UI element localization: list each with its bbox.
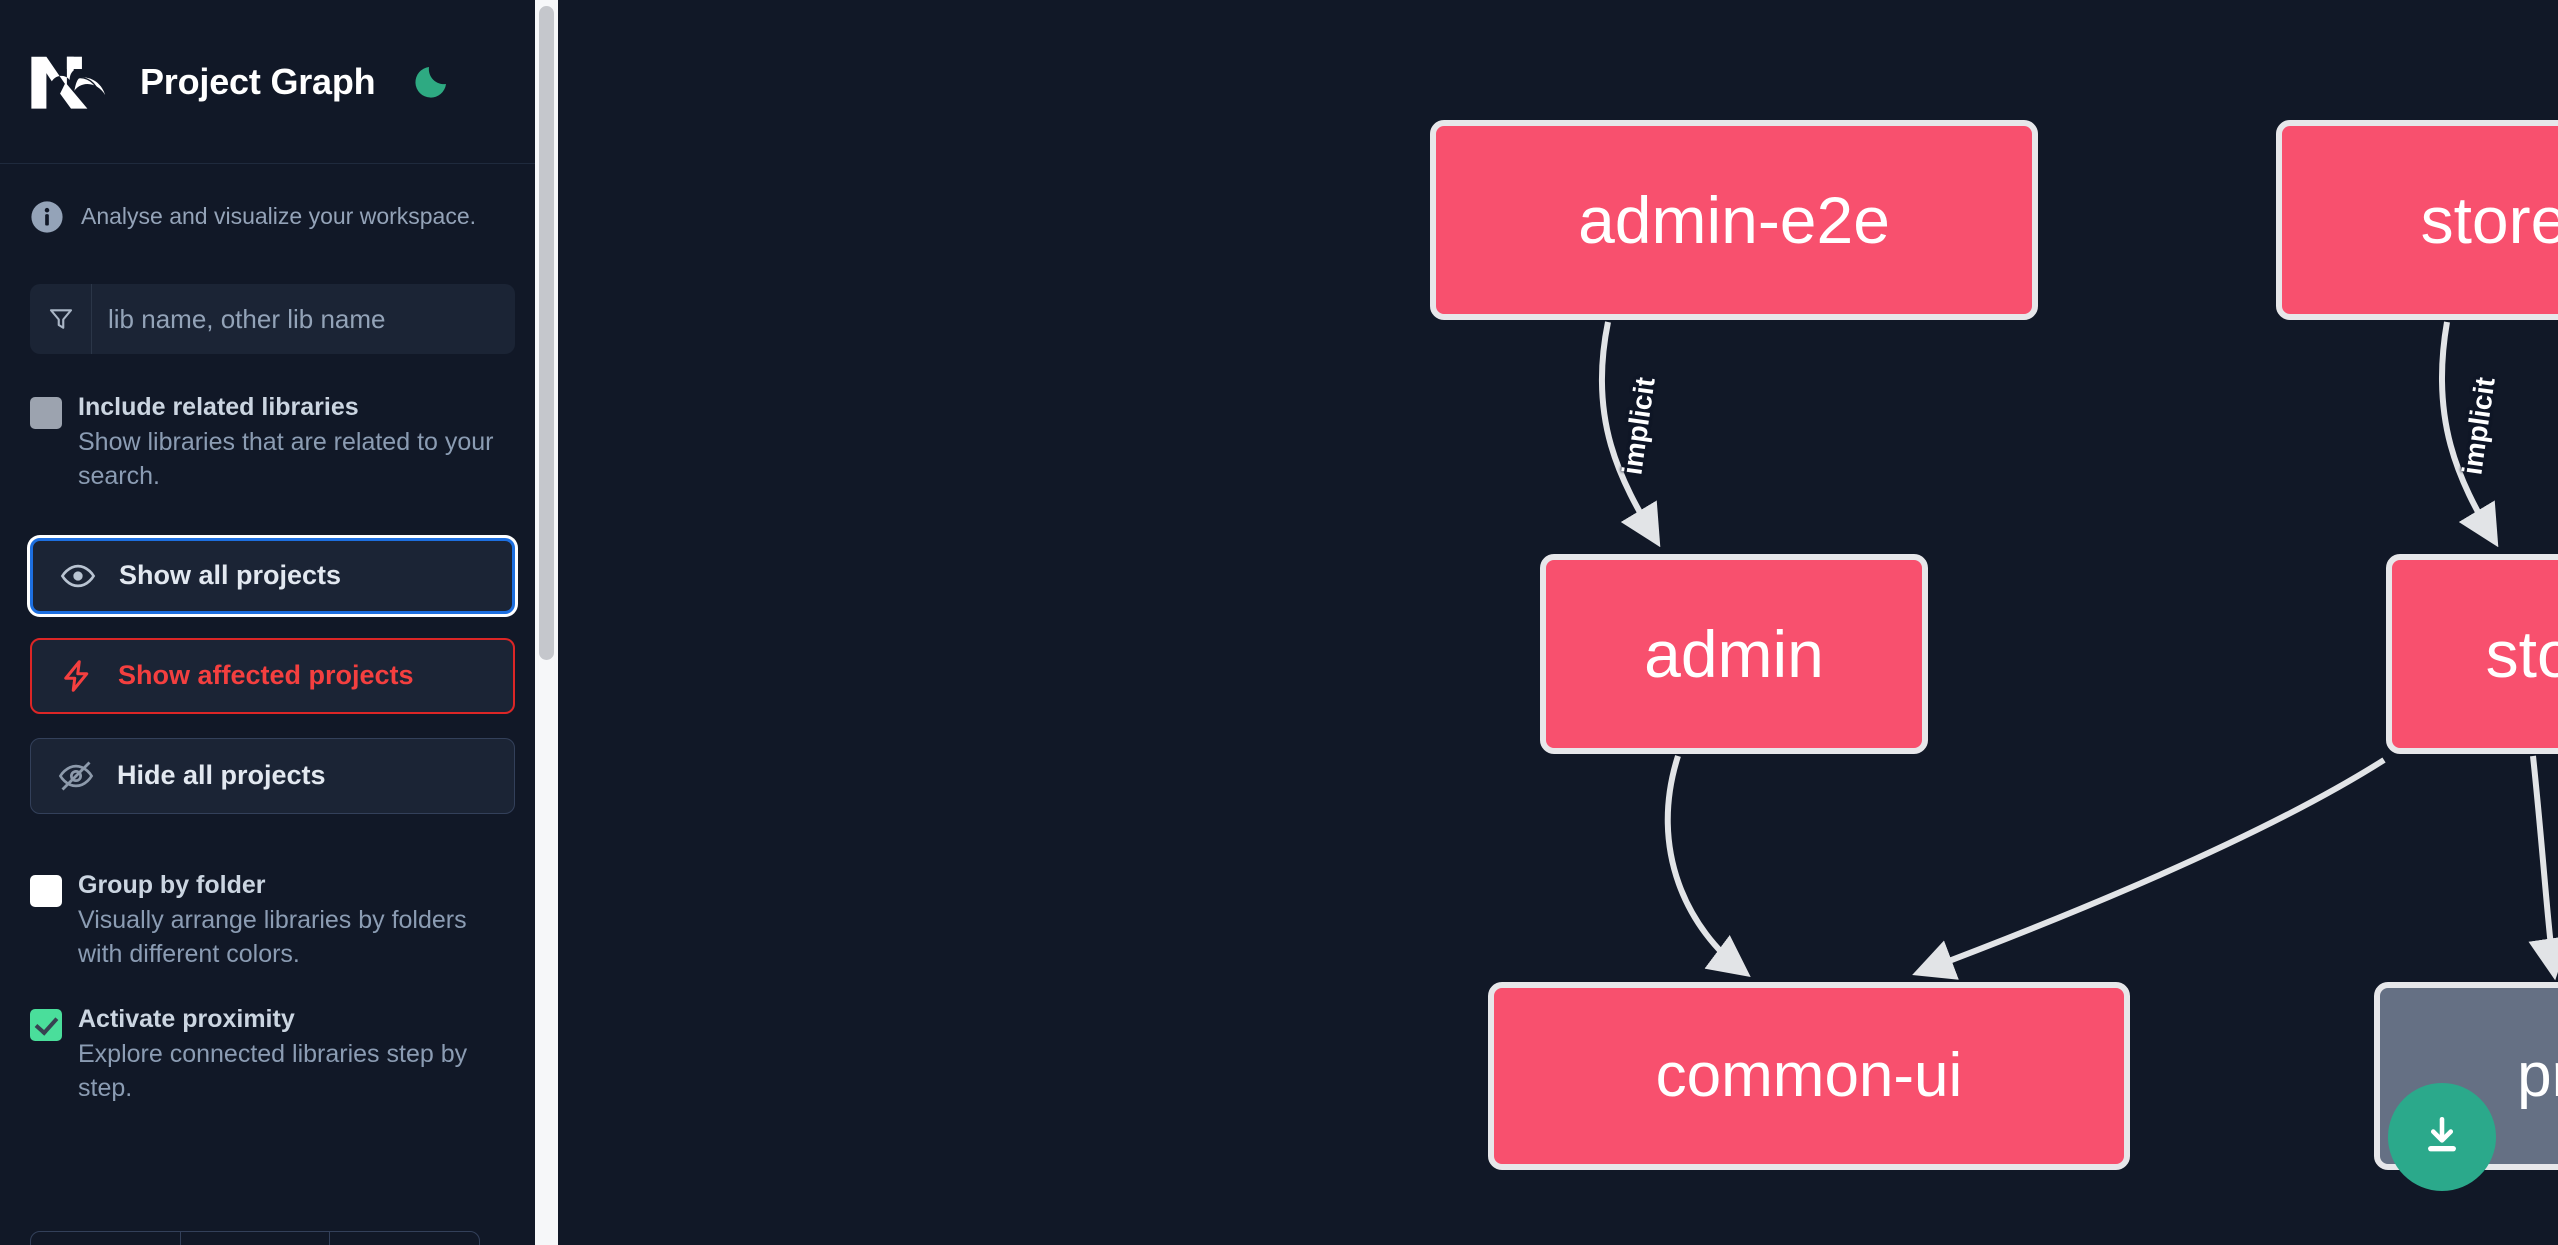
sidebar-scrollbar-thumb[interactable]	[539, 6, 554, 660]
edge-admin-common-ui	[1664, 755, 1751, 978]
workspace-note: Analyse and visualize your workspace.	[0, 164, 545, 234]
segment-3[interactable]	[330, 1232, 479, 1245]
sidebar: Project Graph Analyse and visualize your…	[0, 0, 558, 1245]
show-affected-projects-button[interactable]: Show affected projects	[30, 637, 515, 714]
graph-node-common-ui[interactable]: common-ui	[1488, 982, 2130, 1170]
graph-node-store[interactable]: store	[2386, 554, 2558, 754]
checkbox-group-by-folder-box[interactable]	[30, 874, 62, 907]
download-graph-button[interactable]	[2388, 1083, 2496, 1191]
graph-node-label: admin-e2e	[1578, 183, 1890, 257]
checkbox-group-by-folder-texts: Group by folder Visually arrange librari…	[78, 870, 515, 972]
checkbox-description: Explore connected libraries step by step…	[78, 1039, 468, 1102]
checkbox-activate-proximity-box[interactable]	[30, 1008, 62, 1041]
projects-button-group: Show all projects Show affected projects	[0, 537, 545, 814]
graph-node-label: products	[2517, 1041, 2558, 1110]
show-all-projects-button[interactable]: Show all projects	[30, 537, 515, 614]
moon-icon[interactable]	[409, 60, 453, 104]
edge-store-common-ui	[1912, 757, 2386, 980]
bottom-segmented-control[interactable]	[30, 1231, 480, 1245]
checkbox-label: Include related libraries	[78, 393, 359, 421]
graph-node-label: store-e2e	[2420, 183, 2558, 257]
segment-2[interactable]	[181, 1232, 331, 1245]
download-icon	[2428, 1117, 2456, 1152]
graph-node-store-e2e[interactable]: store-e2e	[2276, 120, 2558, 320]
graph-node-admin-e2e[interactable]: admin-e2e	[1430, 120, 2038, 320]
checkbox-activate-proximity-texts: Activate proximity Explore connected lib…	[78, 1004, 515, 1106]
graph-node-label: store	[2485, 617, 2558, 691]
edge-store-products	[2528, 755, 2558, 981]
graph-node-label: common-ui	[1655, 1041, 1963, 1110]
checkbox-label: Group by folder	[78, 870, 266, 899]
checkbox-include-related-libraries[interactable]: Include related libraries Show libraries…	[0, 354, 545, 494]
graph-node-admin[interactable]: admin	[1540, 554, 1928, 754]
eye-slash-icon	[57, 757, 95, 795]
filter-funnel-icon	[30, 284, 92, 354]
checkbox-include-related-libraries-texts: Include related libraries Show libraries…	[78, 392, 515, 494]
hide-all-projects-label: Hide all projects	[117, 760, 326, 791]
checkbox-label: Activate proximity	[78, 1004, 295, 1033]
checkbox-description: Visually arrange libraries by folders wi…	[78, 906, 467, 968]
checkbox-description: Show libraries that are related to your …	[78, 428, 494, 490]
nx-logo-icon	[30, 51, 112, 113]
workspace-note-text: Analyse and visualize your workspace.	[81, 203, 477, 230]
hide-all-projects-button[interactable]: Hide all projects	[30, 737, 515, 814]
checkbox-activate-proximity[interactable]: Activate proximity Explore connected lib…	[0, 972, 545, 1106]
filter-box	[30, 284, 515, 354]
graph-node-label: admin	[1644, 617, 1824, 691]
show-all-projects-label: Show all projects	[119, 560, 342, 591]
graph-canvas[interactable]: admin-e2e store-e2e admin store common-u…	[558, 0, 2558, 1245]
segment-1[interactable]	[31, 1232, 181, 1245]
edge-label-implicit-store: implicit	[2456, 375, 2501, 477]
eye-icon	[59, 557, 97, 595]
search-input[interactable]	[92, 284, 515, 354]
show-affected-projects-label: Show affected projects	[118, 660, 414, 691]
sidebar-content: Project Graph Analyse and visualize your…	[0, 0, 545, 1245]
edge-label-implicit-admin: implicit	[1616, 375, 1661, 477]
checkbox-group-by-folder[interactable]: Group by folder Visually arrange librari…	[0, 838, 545, 972]
page-title: Project Graph	[140, 60, 376, 102]
sidebar-scrollbar[interactable]	[535, 0, 558, 1245]
info-icon	[30, 200, 64, 234]
lightning-bolt-icon	[58, 657, 96, 695]
sidebar-header: Project Graph	[0, 0, 545, 164]
checkbox-include-related-libraries-box[interactable]	[30, 397, 62, 429]
